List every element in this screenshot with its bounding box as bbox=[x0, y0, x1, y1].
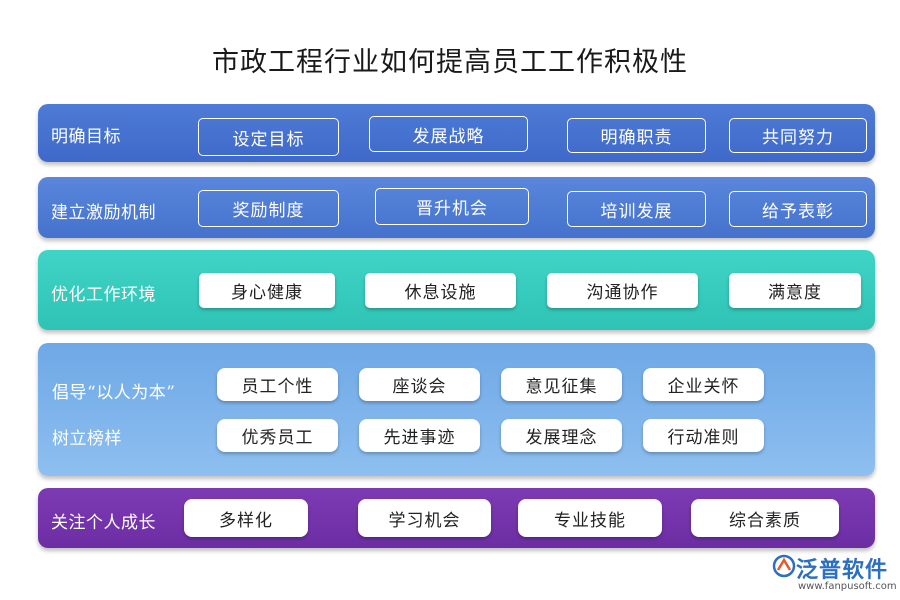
item-development-strategy[interactable]: 发展战略 bbox=[369, 116, 528, 152]
item-overall-quality[interactable]: 综合素质 bbox=[691, 499, 839, 537]
row-personal-growth: 关注个人成长 多样化 学习机会 专业技能 综合素质 bbox=[38, 488, 875, 548]
item-training[interactable]: 培训发展 bbox=[567, 191, 706, 227]
row-label-bottom: 树立榜样 bbox=[52, 429, 122, 449]
item-satisfaction[interactable]: 满意度 bbox=[729, 273, 861, 308]
item-set-goals[interactable]: 设定目标 bbox=[198, 118, 339, 156]
row-work-environment: 优化工作环境 身心健康 休息设施 沟通协作 满意度 bbox=[38, 250, 875, 330]
item-excellent-staff[interactable]: 优秀员工 bbox=[217, 419, 338, 452]
item-diversification[interactable]: 多样化 bbox=[184, 499, 308, 537]
item-opinion-collection[interactable]: 意见征集 bbox=[501, 368, 622, 401]
logo-url: www.fanpusoft.com bbox=[798, 581, 897, 592]
item-clarify-duties[interactable]: 明确职责 bbox=[567, 118, 706, 153]
item-communication[interactable]: 沟通协作 bbox=[547, 273, 698, 308]
logo-icon bbox=[772, 554, 796, 578]
row-incentive-mechanism: 建立激励机制 奖励制度 晋升机会 培训发展 给予表彰 bbox=[38, 177, 875, 238]
fanpusoft-logo: 泛普软件 www.fanpusoft.com bbox=[772, 552, 897, 596]
item-corporate-care[interactable]: 企业关怀 bbox=[643, 368, 764, 401]
item-symposium[interactable]: 座谈会 bbox=[359, 368, 480, 401]
logo-name: 泛普软件 bbox=[796, 558, 889, 583]
row-label: 建立激励机制 bbox=[51, 203, 156, 223]
item-reward-system[interactable]: 奖励制度 bbox=[198, 190, 339, 227]
item-employee-personality[interactable]: 员工个性 bbox=[217, 368, 338, 401]
item-joint-effort[interactable]: 共同努力 bbox=[729, 118, 867, 153]
item-development-concept[interactable]: 发展理念 bbox=[501, 419, 622, 452]
item-code-of-conduct[interactable]: 行动准则 bbox=[643, 419, 764, 452]
item-learning-chance[interactable]: 学习机会 bbox=[358, 499, 491, 537]
row-label: 明确目标 bbox=[51, 127, 121, 147]
row-people-oriented: 倡导“以人为本” 树立榜样 员工个性 座谈会 意见征集 企业关怀 优秀员工 先进… bbox=[38, 343, 875, 476]
row-label-top: 倡导“以人为本” bbox=[52, 383, 176, 403]
row-clear-goals: 明确目标 设定目标 发展战略 明确职责 共同努力 bbox=[38, 104, 875, 162]
row-label: 优化工作环境 bbox=[51, 285, 156, 305]
row-label: 关注个人成长 bbox=[51, 513, 156, 533]
diagram-title: 市政工程行业如何提高员工工作积极性 bbox=[212, 47, 688, 78]
item-advanced-deeds[interactable]: 先进事迹 bbox=[359, 419, 480, 452]
item-professional-skills[interactable]: 专业技能 bbox=[518, 499, 662, 537]
item-rest-facilities[interactable]: 休息设施 bbox=[365, 273, 516, 308]
item-health[interactable]: 身心健康 bbox=[199, 273, 335, 308]
item-commendation[interactable]: 给予表彰 bbox=[729, 191, 867, 227]
item-promotion-chance[interactable]: 晋升机会 bbox=[375, 188, 529, 225]
